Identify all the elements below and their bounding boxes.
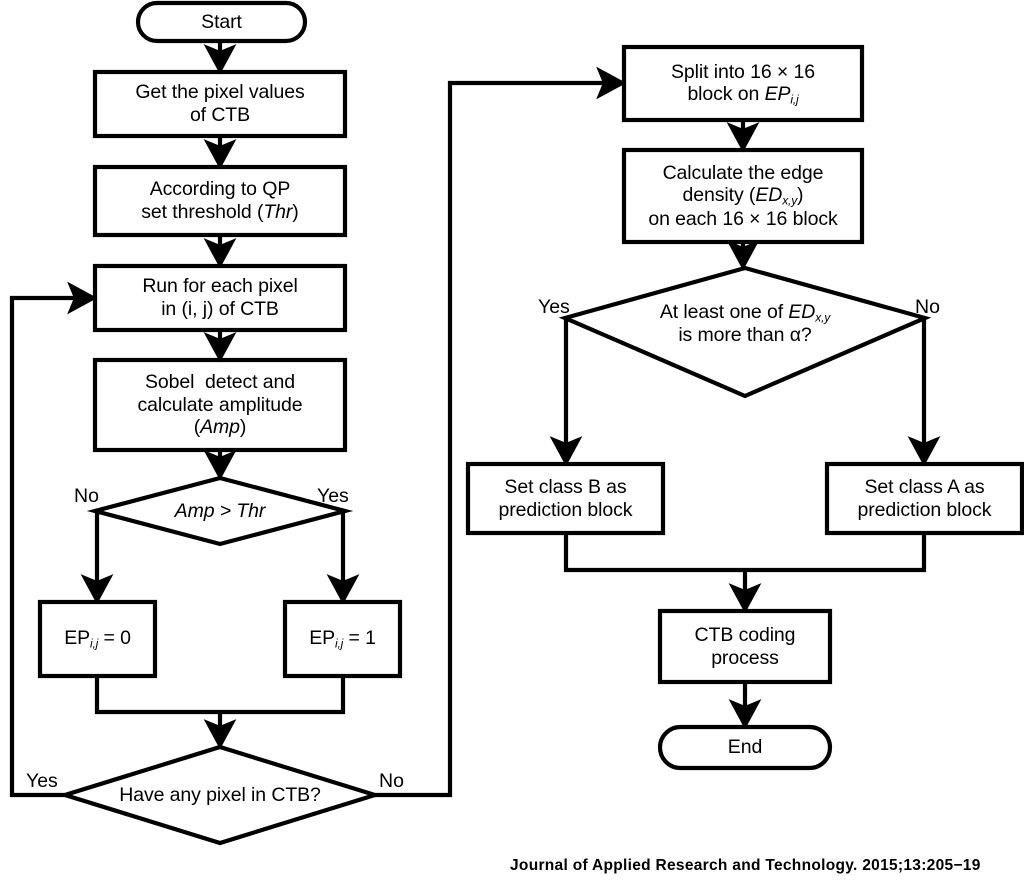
node-run-each-pixel-shape [92, 263, 348, 333]
edge-label-have-pixel-yes: Yes [26, 770, 58, 792]
node-ctb-coding-shape [657, 608, 833, 685]
node-ed-decision-shape [558, 265, 932, 399]
node-sobel-shape [92, 357, 348, 453]
edge-label-ed-no: No [915, 296, 940, 318]
node-set-threshold-shape [92, 164, 348, 238]
edge-classb-merge [563, 533, 745, 573]
node-split-blocks-shape [621, 44, 865, 123]
node-get-pixels-shape [92, 69, 348, 139]
node-class-a-shape [824, 461, 1024, 536]
edge-classa-merge [745, 533, 927, 573]
edge-ed-yes-to-classb [549, 315, 583, 467]
edge-label-amp-yes: Yes [317, 485, 349, 507]
node-have-pixel-decision-shape [57, 744, 383, 846]
node-amp-decision-shape [86, 475, 354, 547]
edge-label-have-pixel-no: No [379, 770, 404, 792]
node-end-shape [657, 724, 833, 771]
edge-label-ed-yes: Yes [538, 296, 570, 318]
edge-havepixel-no-to-split [375, 66, 627, 798]
edge-label-amp-no: No [74, 485, 99, 507]
edge-epone-merge [220, 676, 346, 715]
edge-havepixel-yes-loopback [9, 281, 98, 798]
node-ep-zero-shape [37, 599, 158, 679]
node-edge-density-shape [621, 147, 865, 245]
edge-amp-yes-to-epone [326, 508, 360, 605]
node-ep-one-shape [282, 599, 403, 679]
edge-ed-no-to-classa [907, 315, 941, 467]
edge-amp-no-to-epzero [80, 508, 114, 605]
journal-citation: Journal of Applied Research and Technolo… [510, 857, 981, 874]
node-class-b-shape [465, 461, 666, 536]
edge-epzero-merge [94, 676, 220, 715]
node-start-shape [135, 0, 308, 44]
